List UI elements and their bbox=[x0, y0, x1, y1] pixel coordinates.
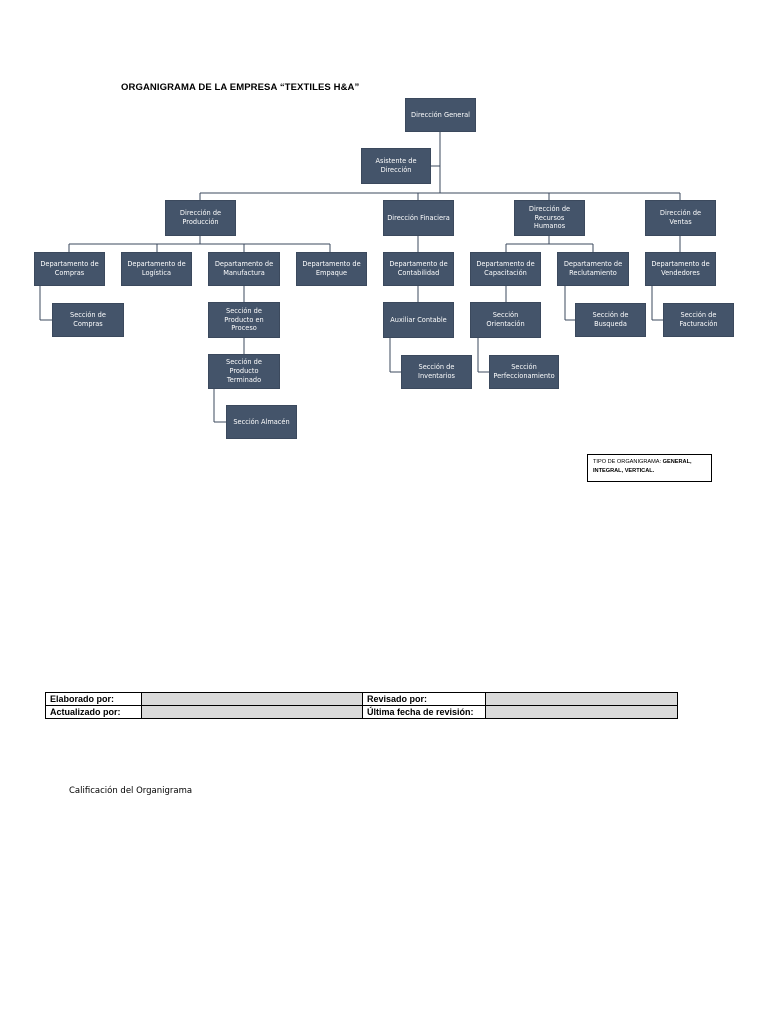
node-depto-manufactura: Departamento de Manufactura bbox=[208, 252, 280, 286]
revisado-label: Revisado por: bbox=[362, 692, 486, 706]
node-depto-capacitacion: Departamento de Capacitación bbox=[470, 252, 541, 286]
node-depto-vendedores: Departamento de Vendedores bbox=[645, 252, 716, 286]
elaborado-field[interactable] bbox=[141, 692, 363, 706]
node-auxiliar-contable: Auxiliar Contable bbox=[383, 302, 454, 338]
node-direccion-financiera: Dirección Finaciera bbox=[383, 200, 454, 236]
node-seccion-inventarios: Sección de Inventarios bbox=[401, 355, 472, 389]
node-seccion-busqueda: Sección de Busqueda bbox=[575, 303, 646, 337]
node-depto-reclutamiento: Departamento de Reclutamiento bbox=[557, 252, 629, 286]
page-title: ORGANIGRAMA DE LA EMPRESA “TEXTILES H&A” bbox=[121, 82, 360, 93]
node-direccion-ventas: Dirección de Ventas bbox=[645, 200, 716, 236]
node-direccion-rrhh: Dirección de Recursos Humanos bbox=[514, 200, 585, 236]
elaborado-label: Elaborado por: bbox=[45, 692, 142, 706]
org-type-label: TIPO DE ORGANIGRAMA: bbox=[593, 459, 662, 465]
table-row: Elaborado por: Revisado por: bbox=[45, 692, 678, 706]
node-asistente-direccion: Asistente de Dirección bbox=[361, 148, 431, 184]
node-depto-empaque: Departamento de Empaque bbox=[296, 252, 367, 286]
actualizado-field[interactable] bbox=[141, 705, 363, 719]
org-type-box: TIPO DE ORGANIGRAMA: GENERAL, INTEGRAL, … bbox=[587, 454, 712, 482]
revision-table: Elaborado por: Revisado por: Actualizado… bbox=[45, 692, 678, 719]
node-depto-contabilidad: Departamento de Contabilidad bbox=[383, 252, 454, 286]
node-seccion-producto-proceso: Sección de Producto en Proceso bbox=[208, 302, 280, 338]
node-depto-logistica: Departamento de Logística bbox=[121, 252, 192, 286]
table-row: Actualizado por: Última fecha de revisió… bbox=[45, 705, 678, 719]
node-seccion-producto-terminado: Sección de Producto Terminado bbox=[208, 354, 280, 389]
revisado-field[interactable] bbox=[485, 692, 678, 706]
node-direccion-produccion: Dirección de Producción bbox=[165, 200, 236, 236]
ultima-revision-label: Última fecha de revisión: bbox=[362, 705, 486, 719]
grading-label: Calificación del Organigrama bbox=[69, 786, 193, 796]
node-seccion-facturacion: Sección de Facturación bbox=[663, 303, 734, 337]
node-depto-compras: Departamento de Compras bbox=[34, 252, 105, 286]
node-seccion-orientacion: Sección Orientación bbox=[470, 302, 541, 338]
node-seccion-perfeccionamiento: Sección Perfeccionamiento bbox=[489, 355, 559, 389]
node-direccion-general: Dirección General bbox=[405, 98, 476, 132]
actualizado-label: Actualizado por: bbox=[45, 705, 142, 719]
node-seccion-compras: Sección de Compras bbox=[52, 303, 124, 337]
org-type-value: GENERAL, INTEGRAL, VERTICAL. bbox=[593, 459, 692, 474]
ultima-revision-field[interactable] bbox=[485, 705, 678, 719]
node-seccion-almacen: Sección Almacén bbox=[226, 405, 297, 439]
